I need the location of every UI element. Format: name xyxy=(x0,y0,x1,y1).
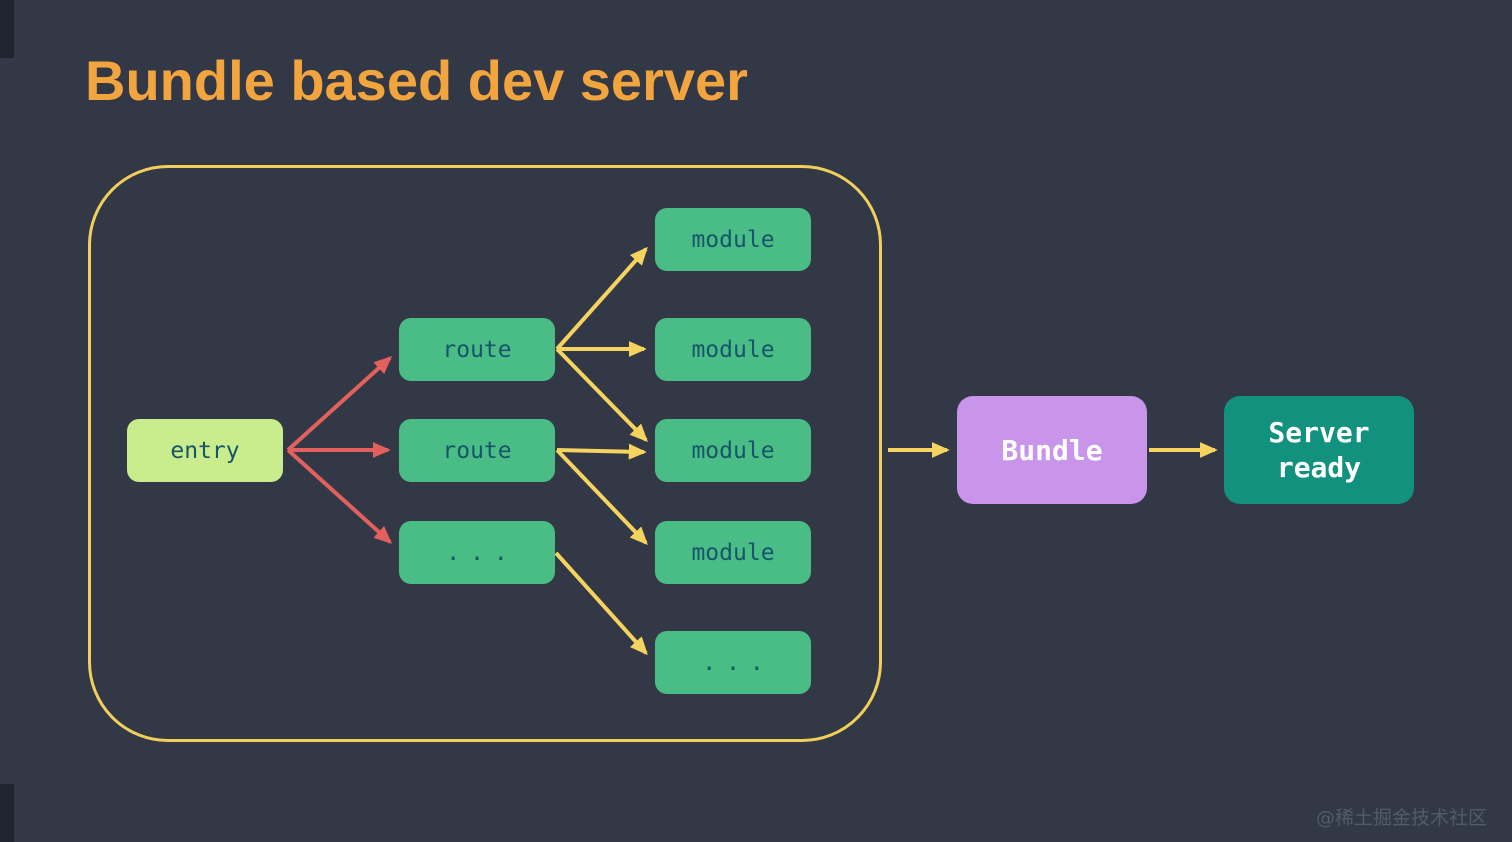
module-node-ellipsis: ... xyxy=(655,631,811,694)
module-node-3: module xyxy=(655,419,811,482)
corner-artifact-top xyxy=(0,0,14,58)
dev-server-boundary xyxy=(88,165,882,742)
page-title: Bundle based dev server xyxy=(85,49,748,112)
entry-node-label: entry xyxy=(170,437,240,464)
module-node-label: module xyxy=(691,437,775,464)
server-ready-node: Server ready xyxy=(1224,396,1414,504)
module-node-2: module xyxy=(655,318,811,381)
module-node-label: module xyxy=(691,336,775,363)
route-node-label: ... xyxy=(446,539,518,566)
corner-artifact-bottom xyxy=(0,784,14,842)
bundle-node: Bundle xyxy=(957,396,1147,504)
route-node-label: route xyxy=(442,336,512,363)
module-node-label: module xyxy=(691,539,775,566)
server-ready-label-line1: Server xyxy=(1268,416,1370,449)
server-ready-label-line2: ready xyxy=(1276,451,1362,484)
entry-node: entry xyxy=(127,419,283,482)
module-node-1: module xyxy=(655,208,811,271)
module-node-label: ... xyxy=(702,649,774,676)
route-node-1: route xyxy=(399,318,555,381)
route-node-2: route xyxy=(399,419,555,482)
bundle-node-label: Bundle xyxy=(1001,433,1103,467)
watermark: @稀土掘金技术社区 xyxy=(1315,807,1487,829)
route-node-ellipsis: ... xyxy=(399,521,555,584)
route-node-label: route xyxy=(442,437,512,464)
module-node-label: module xyxy=(691,226,775,253)
module-node-4: module xyxy=(655,521,811,584)
